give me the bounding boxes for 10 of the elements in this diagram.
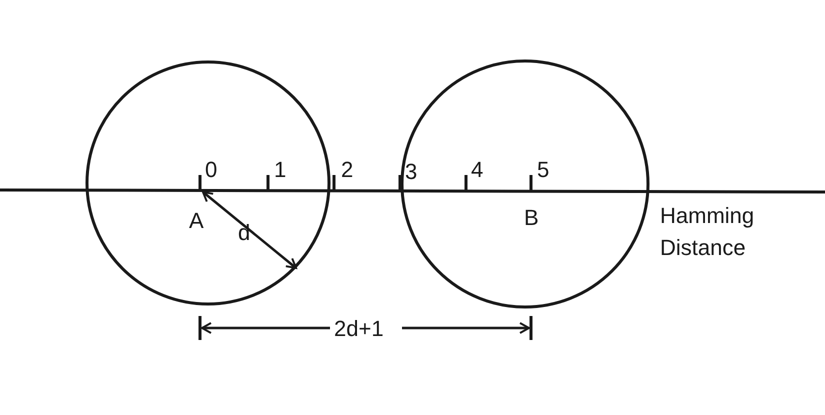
dimension-label: 2d+1 — [334, 315, 384, 343]
tick-label: 0 — [205, 156, 218, 184]
axis-label: Hamming Distance — [660, 202, 756, 262]
tick-label: 1 — [274, 156, 286, 184]
tick-label: 4 — [471, 156, 484, 184]
point-label: A — [189, 207, 204, 235]
tick-label: 5 — [537, 156, 550, 184]
tick-label: 3 — [405, 158, 418, 186]
tick-label: 2 — [341, 156, 354, 184]
point-label: B — [524, 204, 539, 232]
